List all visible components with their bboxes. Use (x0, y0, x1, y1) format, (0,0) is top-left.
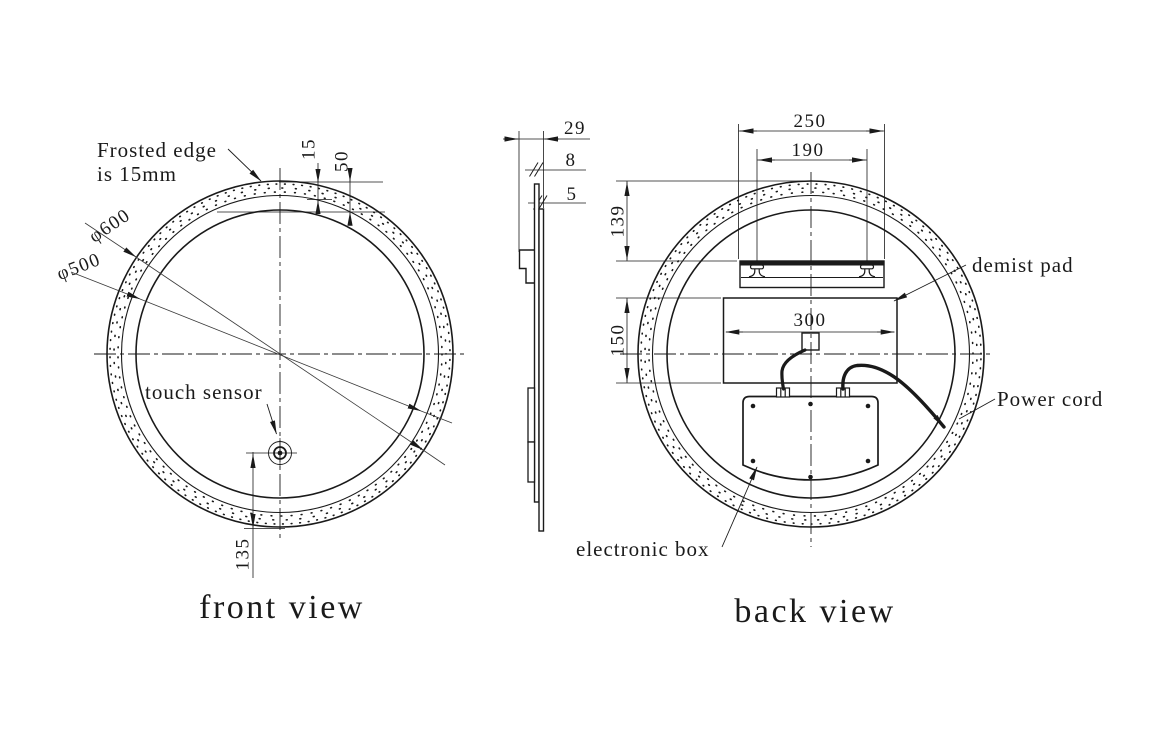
glass-profile (538, 208, 545, 532)
dim-top-to-bracket-value: 139 (608, 205, 629, 238)
dim-hanger-spacing-value: 190 (792, 140, 825, 161)
dim-pad-width-value: 300 (794, 310, 827, 331)
pad-connector-square (801, 332, 820, 351)
back-dim-bracket-width (738, 124, 885, 259)
frosted-edge-note-line1: Frosted edge (97, 138, 217, 162)
back-dim-top-to-bracket (616, 180, 809, 262)
dim-frosted-width-value: 15 (299, 138, 320, 160)
back-centerlines (620, 172, 991, 547)
power-cord (841, 363, 946, 429)
dim-pad-height-value: 150 (608, 324, 629, 357)
back-view-title: back view (734, 593, 895, 630)
side-dim-frame (525, 162, 586, 177)
inner-diameter-label: φ500 (54, 249, 104, 285)
dim-edge-to-mirror-value: 50 (332, 150, 353, 172)
dim-bracket-width-value: 250 (794, 111, 827, 132)
pad-cable (780, 348, 807, 391)
dim-sensor-offset-value: 135 (233, 538, 254, 571)
demist-pad-profile (527, 387, 536, 443)
back-view: 250 190 139 150 300 demist pad Power cor… (576, 111, 1103, 630)
hanging-hook-profile (518, 249, 535, 284)
demist-pad-leader (893, 264, 967, 302)
front-view: Frosted edge is 15mm φ600 φ500 touch sen… (54, 138, 466, 626)
touch-sensor-label: touch sensor (145, 380, 263, 404)
front-diameter-leaders (70, 222, 453, 466)
front-top-extension-lines (217, 181, 385, 213)
back-dim-pad-height (616, 297, 721, 384)
power-cord-label: Power cord (997, 387, 1103, 411)
hanger-peg-left (748, 264, 766, 278)
hanger-peg-right (858, 264, 876, 278)
dim-frame-value: 8 (566, 150, 577, 171)
demist-pad-label: demist pad (972, 253, 1074, 277)
touch-sensor-symbol (246, 438, 297, 468)
frosted-edge-leader (227, 148, 262, 182)
frosted-edge-note-line2: is 15mm (97, 162, 177, 186)
side-view: 29 8 5 (503, 118, 590, 532)
box-screws (750, 401, 871, 480)
dim-glass-value: 5 (567, 184, 578, 205)
front-view-title: front view (199, 589, 365, 626)
side-dim-depth (503, 131, 590, 252)
front-centerlines (94, 168, 466, 538)
outer-diameter-label: φ600 (85, 205, 134, 248)
electronic-box-profile (527, 441, 536, 483)
front-dim-sensor-offset (244, 452, 285, 578)
dim-depth-value: 29 (564, 118, 586, 139)
electronic-box-leader (721, 466, 758, 548)
back-dim-hanger-spacing (756, 149, 868, 262)
electronic-box-label: electronic box (576, 537, 710, 561)
electronic-box (742, 395, 879, 481)
power-cord-leader (958, 398, 996, 420)
touch-sensor-leader (266, 403, 277, 435)
mounting-bracket (739, 260, 885, 289)
